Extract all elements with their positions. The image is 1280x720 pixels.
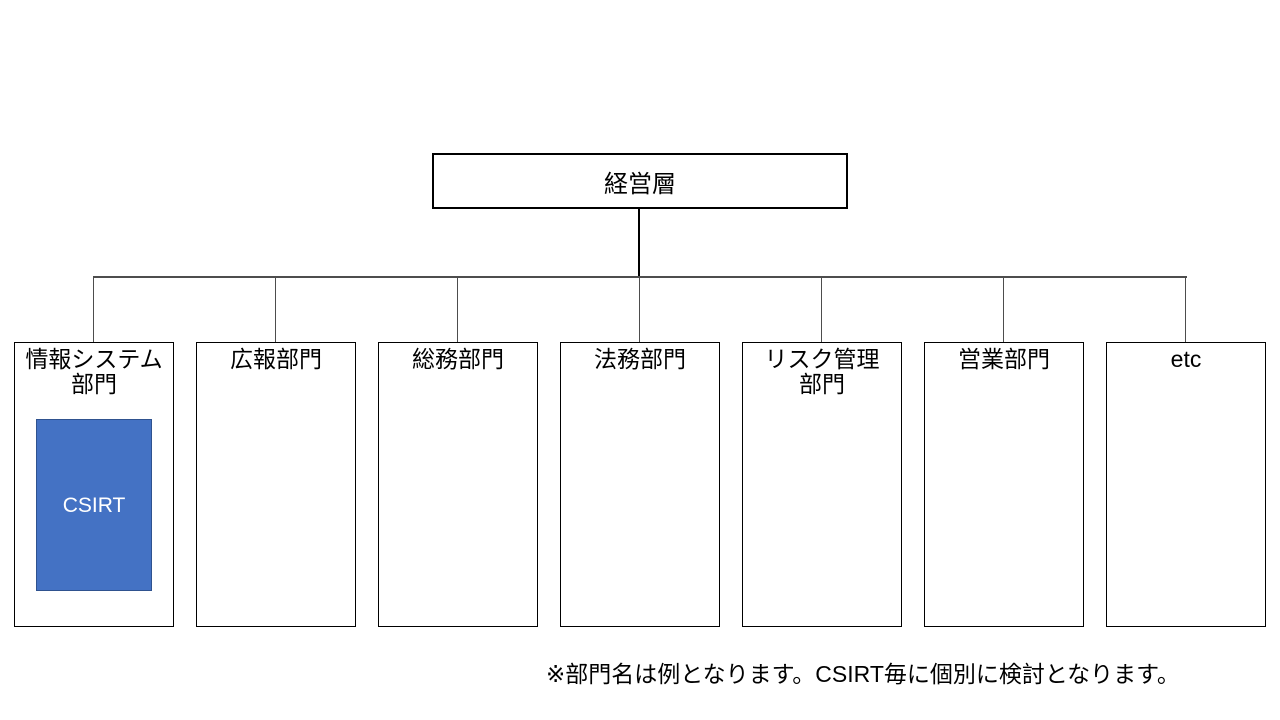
- node-public-relations-dept-label: 広報部門: [230, 346, 322, 372]
- connector-drop-general-affairs: [457, 277, 458, 342]
- node-general-affairs-dept-label: 総務部門: [412, 346, 504, 372]
- connector-drop-info-systems: [93, 277, 94, 342]
- node-csirt: CSIRT: [36, 419, 152, 591]
- node-management: 経営層: [432, 153, 848, 209]
- node-risk-management-dept-label: リスク管理 部門: [764, 346, 880, 397]
- node-sales-dept-label: 営業部門: [958, 346, 1050, 372]
- node-management-label: 経営層: [604, 170, 676, 198]
- node-info-systems-dept-label: 情報システム 部門: [25, 346, 163, 397]
- connector-drop-sales: [1003, 277, 1004, 342]
- node-public-relations-dept: 広報部門: [196, 342, 356, 627]
- connector-drop-etc: [1185, 277, 1186, 342]
- node-legal-dept: 法務部門: [560, 342, 720, 627]
- connector-root-drop: [638, 209, 640, 277]
- node-csirt-label: CSIRT: [62, 493, 126, 517]
- connector-horizontal-bar: [93, 276, 1187, 278]
- footnote: ※部門名は例となります。CSIRT毎に個別に検討となります。: [546, 661, 1180, 687]
- node-risk-management-dept: リスク管理 部門: [742, 342, 902, 627]
- node-etc-dept: etc: [1106, 342, 1266, 627]
- connector-drop-risk-management: [821, 277, 822, 342]
- connector-drop-public-relations: [275, 277, 276, 342]
- node-general-affairs-dept: 総務部門: [378, 342, 538, 627]
- node-legal-dept-label: 法務部門: [594, 346, 686, 372]
- node-etc-dept-label: etc: [1170, 346, 1202, 372]
- connector-drop-legal: [639, 277, 640, 342]
- node-info-systems-dept: 情報システム 部門 CSIRT: [14, 342, 174, 627]
- node-sales-dept: 営業部門: [924, 342, 1084, 627]
